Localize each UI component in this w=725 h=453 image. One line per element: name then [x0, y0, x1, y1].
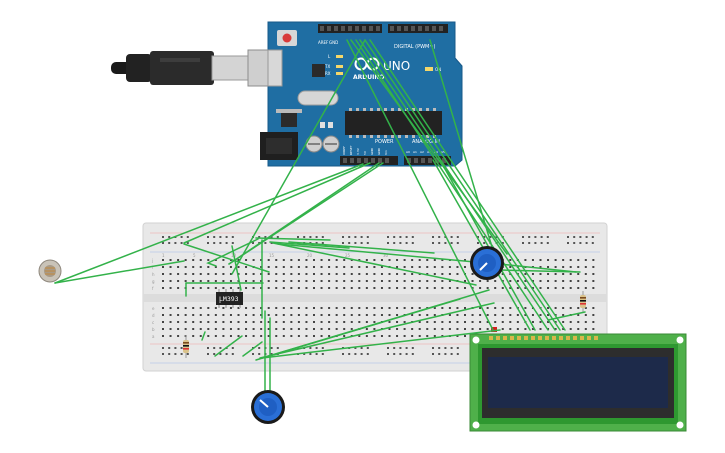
row-letter-a: a — [152, 334, 155, 339]
pot-bottom-knob-indicator — [259, 399, 269, 408]
resistor-right[interactable] — [580, 291, 586, 313]
lcd-marker-icon — [491, 327, 497, 332]
row-letter-g: g — [152, 279, 155, 284]
usb-cable — [111, 49, 277, 87]
row-letter-c: c — [152, 320, 154, 325]
row-letter-e: e — [152, 306, 155, 311]
col-number-20: 20 — [307, 253, 313, 258]
pin-gnd-2: GND — [377, 147, 381, 155]
aref-label: AREF — [318, 40, 329, 45]
row-letter-i: i — [152, 265, 153, 270]
col-number-30: 30 — [383, 253, 389, 258]
power-label: POWER — [375, 139, 394, 145]
lm393-chip[interactable]: LM393 — [216, 289, 243, 308]
potentiometer-top[interactable] — [470, 246, 504, 280]
on-led-icon — [425, 67, 433, 71]
pin-a1: A1 — [413, 150, 417, 154]
col-number-5: 5 — [193, 253, 196, 258]
row-letter-f: f — [152, 286, 154, 291]
lm393-label: LM393 — [219, 295, 239, 303]
led-l-icon — [336, 55, 343, 58]
row-letter-b: b — [152, 327, 155, 332]
col-number-1: 1 — [162, 253, 165, 258]
pin-gnd-1: GND — [370, 147, 374, 155]
pot-top-knob-indicator — [479, 262, 488, 271]
lcd-screen — [488, 357, 668, 408]
pin-a5: A5 — [441, 150, 445, 154]
pin-a3: A3 — [427, 150, 431, 154]
pin-reset: RESET — [349, 145, 353, 155]
col-number-15: 15 — [269, 253, 275, 258]
pin-5v: 5V — [363, 150, 367, 155]
led-rx-icon — [336, 72, 343, 75]
photoresistor[interactable] — [38, 259, 62, 283]
pin-a2: A2 — [420, 150, 424, 154]
potentiometer-bottom[interactable] — [251, 390, 285, 424]
power-header — [340, 156, 398, 165]
analog-header — [404, 156, 451, 165]
resistor-left[interactable] — [183, 335, 189, 358]
row-letter-h: h — [152, 272, 155, 277]
wires — [54, 39, 586, 400]
arduino-uno-board: AREF GND DIGITAL (PWM~) L TX RX ARDUINO … — [260, 21, 463, 167]
arduino-brand: ARDUINO — [353, 74, 384, 81]
led-label-l: L — [328, 54, 331, 59]
led-tx-icon — [336, 65, 343, 68]
row-letter-j: j — [151, 258, 153, 263]
gnd-label: GND — [329, 40, 338, 45]
pin-vin: Vin — [384, 150, 388, 155]
led-label-rx: RX — [325, 71, 331, 76]
col-number-25: 25 — [345, 253, 351, 258]
lcd-16x2-display — [469, 327, 687, 432]
lcd-pin-header — [489, 336, 598, 340]
digital-label: DIGITAL (PWM~) — [394, 44, 436, 50]
pin-3v3: 3.3V — [356, 147, 360, 155]
row-letter-d: d — [152, 313, 155, 318]
crystal — [297, 90, 339, 106]
led-label-tx: TX — [324, 64, 330, 69]
pin-a0: A0 — [406, 150, 410, 154]
pin-ioref: IOREF — [342, 146, 346, 155]
usb-chip — [312, 64, 325, 77]
